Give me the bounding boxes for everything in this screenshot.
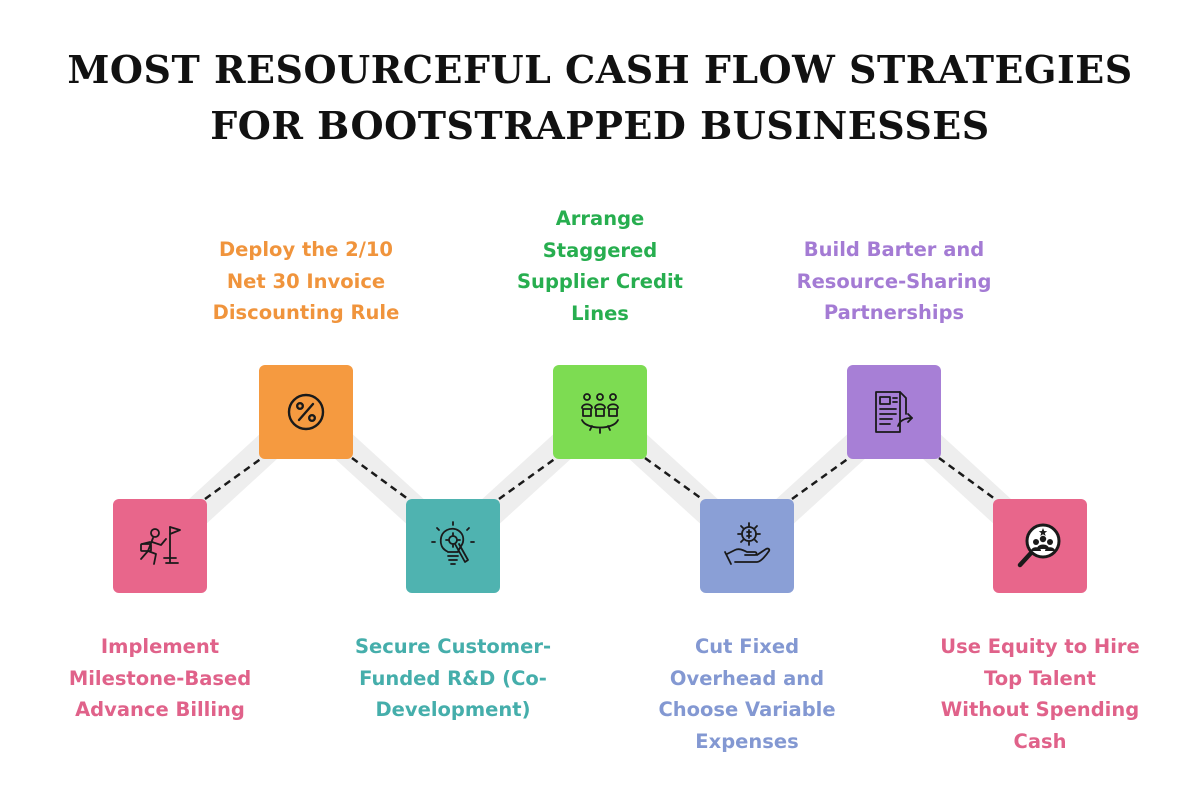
percent-icon (287, 393, 325, 431)
title-line-2: FOR BOOTSTRAPPED BUSINESSES (210, 103, 990, 148)
step-3-box (406, 499, 500, 593)
talent-search-icon (1017, 523, 1061, 568)
step-6-label: Build Barter and Resource-Sharing Partne… (796, 238, 992, 324)
page-title: MOST RESOURCEFUL CASH FLOW STRATEGIES FO… (0, 42, 1200, 154)
document-share-icon (875, 391, 913, 433)
step-6-box (847, 365, 941, 459)
step-1-label: Implement Milestone-Based Advance Billin… (68, 635, 252, 721)
step-2-label: Deploy the 2/10 Net 30 Invoice Discounti… (212, 238, 400, 324)
step-7-box (993, 499, 1087, 593)
lightbulb-gear-icon (431, 521, 475, 565)
hand-coin-gear-icon (724, 522, 771, 565)
step-5-box (700, 499, 794, 593)
step-2-box (259, 365, 353, 459)
step-3-label: Secure Customer- Funded R&D (Co- Develop… (354, 635, 552, 721)
step-4-label: Arrange Staggered Supplier Credit Lines (517, 207, 683, 325)
title-line-1: MOST RESOURCEFUL CASH FLOW STRATEGIES (67, 47, 1133, 92)
team-gear-icon (581, 393, 619, 434)
step-5-label: Cut Fixed Overhead and Choose Variable E… (658, 635, 836, 753)
step-7-label: Use Equity to Hire Top Talent Without Sp… (940, 635, 1140, 753)
step-1-box (113, 499, 207, 593)
step-4-box (553, 365, 647, 459)
sprint-to-finish-icon (140, 526, 181, 565)
